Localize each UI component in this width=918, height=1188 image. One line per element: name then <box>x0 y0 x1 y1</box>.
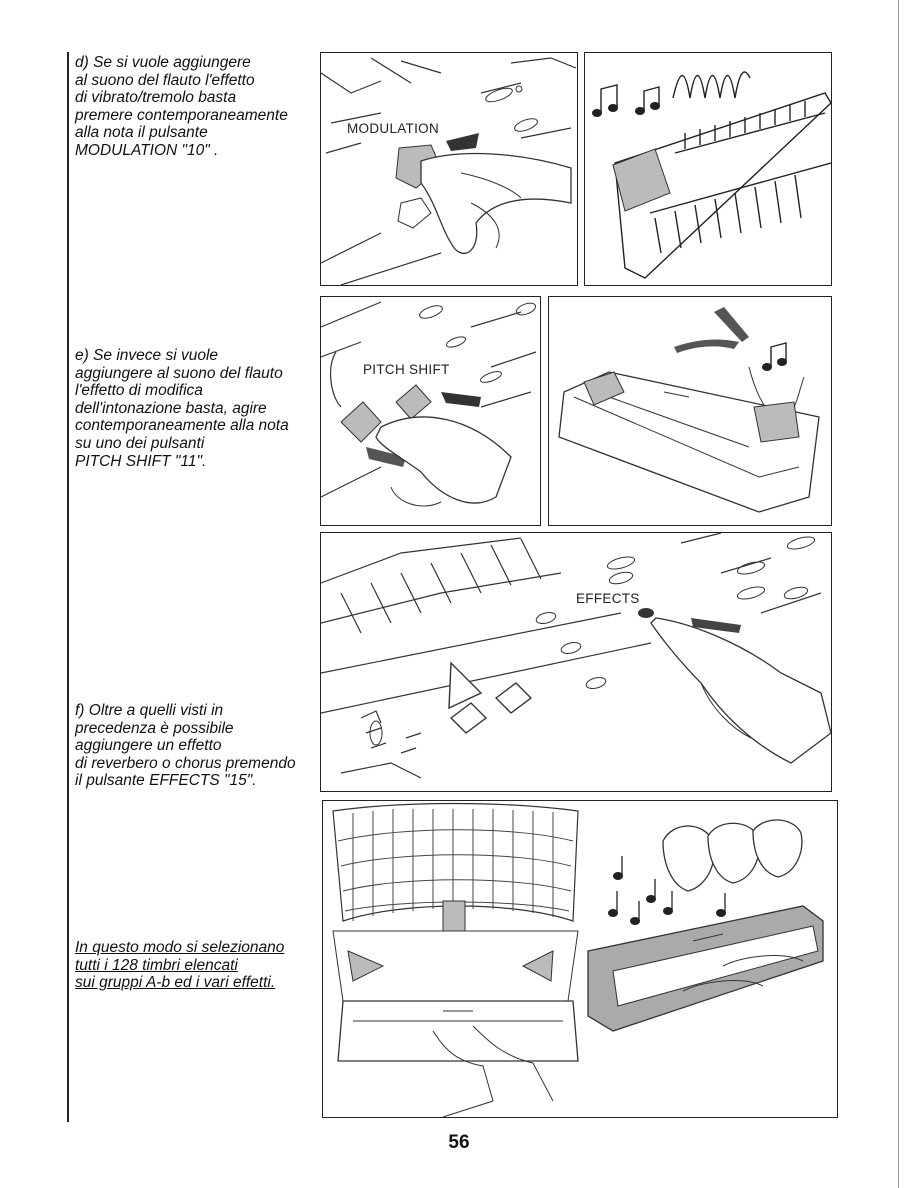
music-notes-icon <box>608 872 726 925</box>
reverb-chorus-illustration <box>322 800 838 1118</box>
music-notes-icon <box>592 102 660 117</box>
left-margin-rule <box>67 52 69 1122</box>
page-number: 56 <box>448 1132 470 1153</box>
modulation-illustration: MODULATION <box>320 52 578 286</box>
pitch-shift-label: PITCH SHIFT <box>363 362 450 377</box>
modulation-label: MODULATION <box>347 121 440 136</box>
right-edge-rule <box>898 0 899 1188</box>
pitch-shift-illustration: PITCH SHIFT <box>320 296 541 526</box>
effects-label: EFFECTS <box>576 591 640 606</box>
music-notes-icon <box>762 358 787 371</box>
pitch-bend-keyboard-illustration <box>548 296 832 526</box>
effects-illustration: EFFECTS <box>320 532 832 792</box>
vibrato-keyboard-illustration <box>584 52 832 286</box>
